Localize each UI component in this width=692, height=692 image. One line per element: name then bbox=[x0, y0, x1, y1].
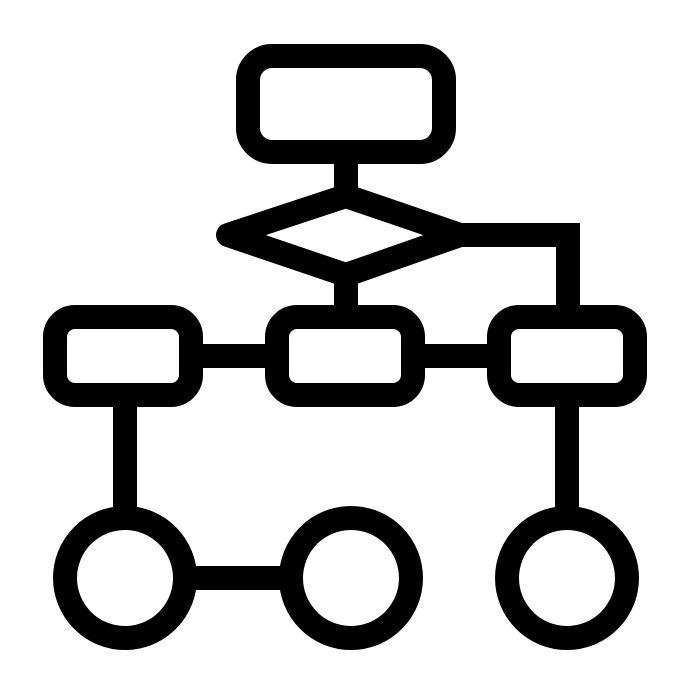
bottom-right-circle bbox=[495, 506, 639, 650]
edge-decision-to-right-box bbox=[460, 223, 580, 314]
flowchart-connectors bbox=[113, 160, 580, 590]
bottom-middle-circle bbox=[279, 506, 423, 650]
center-box bbox=[265, 305, 425, 407]
left-box bbox=[43, 305, 203, 407]
decision-diamond bbox=[216, 184, 472, 287]
start-box bbox=[236, 44, 456, 164]
bottom-left-circle bbox=[53, 506, 197, 650]
flowchart-nodes bbox=[43, 44, 647, 650]
right-box bbox=[487, 305, 647, 407]
